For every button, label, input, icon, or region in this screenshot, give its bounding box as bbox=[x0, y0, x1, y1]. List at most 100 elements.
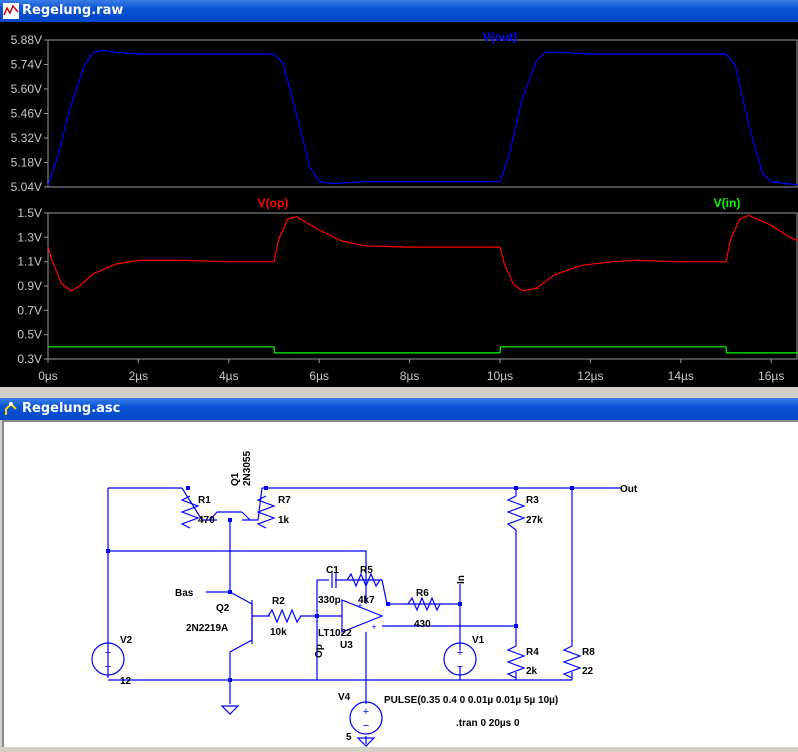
resistor-symbols bbox=[91, 495, 582, 747]
plot-pane-frame-top bbox=[47, 39, 798, 188]
x-tick-label: 16µs bbox=[758, 369, 784, 383]
r2-value-label[interactable]: 10k bbox=[270, 627, 287, 638]
y-tick-label: 5.32V bbox=[11, 131, 42, 145]
v4-value-label[interactable]: 5 bbox=[346, 732, 352, 743]
y-tick-label: 5.88V bbox=[11, 33, 42, 47]
y-tick-label: 5.60V bbox=[11, 82, 42, 96]
schematic-labels: Q1 2N3055 R1 470 R7 1k R3 27k Out C1 330… bbox=[120, 451, 638, 743]
y-tick-label: 1.5V bbox=[17, 206, 42, 220]
r2-symbol bbox=[267, 608, 302, 624]
bas-net-label[interactable]: Bas bbox=[175, 588, 194, 599]
r7-value-label[interactable]: 1k bbox=[278, 515, 290, 526]
ground-symbol-v4 bbox=[356, 737, 376, 747]
plot-pane-frame-bottom bbox=[47, 212, 798, 360]
source-signs: + − + − + − + + bbox=[105, 601, 463, 732]
r8-value-label[interactable]: 22 bbox=[582, 666, 594, 677]
svg-text:+: + bbox=[457, 647, 463, 659]
r1-ref-label[interactable]: R1 bbox=[198, 495, 211, 506]
svg-text:−: − bbox=[457, 661, 463, 673]
x-tick-label: 2µs bbox=[129, 369, 149, 383]
r2-ref-label[interactable]: R2 bbox=[272, 596, 285, 607]
pulse-spec-label[interactable]: PULSE(0.35 0.4 0 0.01µ 0.01µ 5µ 10µ) bbox=[384, 695, 558, 706]
v2-symbol bbox=[91, 642, 125, 676]
trace-label-vout[interactable]: V(out) bbox=[483, 30, 518, 44]
x-tick-label: 4µs bbox=[219, 369, 239, 383]
u3-model-label[interactable]: LT1022 bbox=[318, 628, 352, 639]
waveform-window-titlebar[interactable]: Regelung.raw bbox=[0, 0, 798, 22]
svg-text:−: − bbox=[363, 720, 369, 732]
waveform-plot-svg[interactable]: 5.88V5.74V5.60V5.46V5.32V5.18V5.04V1.5V1… bbox=[0, 22, 798, 387]
svg-text:+: + bbox=[357, 601, 362, 611]
trace-vout[interactable] bbox=[47, 49, 798, 186]
x-tick-label: 0µs bbox=[38, 369, 58, 383]
op-net-label[interactable]: Op bbox=[314, 644, 325, 658]
window-frame-bottom bbox=[0, 387, 798, 398]
r6-symbol bbox=[407, 596, 441, 612]
q2-model-label[interactable]: 2N2219A bbox=[186, 623, 228, 634]
r7-symbol bbox=[256, 495, 276, 529]
trace-label-vin[interactable]: V(in) bbox=[714, 196, 741, 210]
r6-ref-label[interactable]: R6 bbox=[416, 588, 429, 599]
x-tick-label: 6µs bbox=[309, 369, 329, 383]
schematic-icon bbox=[5, 402, 17, 415]
tran-directive-label[interactable]: .tran 0 20µs 0 bbox=[456, 718, 520, 729]
trace-vin[interactable] bbox=[48, 346, 798, 354]
y-tick-label: 0.7V bbox=[17, 303, 42, 317]
c1-value-label[interactable]: 330p bbox=[318, 595, 341, 606]
r1-symbol bbox=[180, 495, 200, 529]
x-tick-label: 14µs bbox=[668, 369, 694, 383]
y-tick-label: 1.1V bbox=[17, 255, 42, 269]
r4-symbol bbox=[506, 645, 526, 679]
v4-ref-label[interactable]: V4 bbox=[338, 692, 351, 703]
r7-ref-label[interactable]: R7 bbox=[278, 495, 291, 506]
y-tick-label: 5.04V bbox=[11, 180, 42, 194]
schematic-svg[interactable]: + − + − + − + + Q1 2N3055 bbox=[4, 422, 798, 747]
v1-symbol bbox=[443, 642, 477, 676]
y-tick-label: 5.46V bbox=[11, 107, 42, 121]
r3-ref-label[interactable]: R3 bbox=[526, 495, 539, 506]
ground-symbol bbox=[220, 705, 240, 715]
x-tick-label: 12µs bbox=[577, 369, 603, 383]
u3-ref-label[interactable]: U3 bbox=[340, 640, 353, 651]
v2-ref-label[interactable]: V2 bbox=[120, 635, 133, 646]
r5-value-label[interactable]: 4k7 bbox=[358, 595, 375, 606]
y-tick-label: 1.3V bbox=[17, 230, 42, 244]
svg-text:−: − bbox=[105, 661, 111, 673]
y-tick-label: 5.74V bbox=[11, 58, 42, 72]
waveform-icon bbox=[3, 3, 19, 19]
r1-value-label[interactable]: 470 bbox=[198, 515, 215, 526]
r5-symbol bbox=[346, 572, 381, 588]
r8-symbol bbox=[562, 645, 582, 679]
v1-ref-label[interactable]: V1 bbox=[472, 635, 485, 646]
c1-ref-label[interactable]: C1 bbox=[326, 565, 339, 576]
q1-model-label[interactable]: 2N3055 bbox=[242, 451, 253, 486]
schematic-canvas[interactable]: + − + − + − + + Q1 2N3055 bbox=[2, 420, 798, 747]
r3-value-label[interactable]: 27k bbox=[526, 515, 543, 526]
y-tick-label: 0.3V bbox=[17, 352, 42, 366]
trace-label-vop[interactable]: V(op) bbox=[258, 196, 289, 210]
svg-text:+: + bbox=[363, 706, 369, 718]
r8-ref-label[interactable]: R8 bbox=[582, 647, 595, 658]
schematic-window-titlebar[interactable]: Regelung.asc bbox=[0, 398, 798, 420]
v2-value-label[interactable]: 12 bbox=[120, 676, 132, 687]
v4-symbol bbox=[349, 701, 383, 735]
junction-dots bbox=[106, 486, 574, 682]
q2-ref-label[interactable]: Q2 bbox=[216, 603, 230, 614]
trace-vop[interactable] bbox=[47, 214, 798, 292]
schematic-window-title: Regelung.asc bbox=[22, 401, 121, 416]
y-tick-label: 0.9V bbox=[17, 279, 42, 293]
r4-value-label[interactable]: 2k bbox=[526, 666, 538, 677]
r4-ref-label[interactable]: R4 bbox=[526, 647, 539, 658]
out-net-label[interactable]: Out bbox=[620, 484, 638, 495]
r5-ref-label[interactable]: R5 bbox=[360, 565, 373, 576]
x-tick-label: 10µs bbox=[487, 369, 513, 383]
x-tick-label: 8µs bbox=[400, 369, 420, 383]
y-tick-label: 0.5V bbox=[17, 328, 42, 342]
svg-text:+: + bbox=[105, 647, 111, 659]
waveform-window-title: Regelung.raw bbox=[22, 3, 124, 18]
svg-text:+: + bbox=[371, 622, 376, 632]
r6-value-label[interactable]: 430 bbox=[414, 619, 431, 630]
in-net-label[interactable]: In bbox=[456, 575, 467, 584]
q1-ref-label[interactable]: Q1 bbox=[230, 472, 241, 486]
